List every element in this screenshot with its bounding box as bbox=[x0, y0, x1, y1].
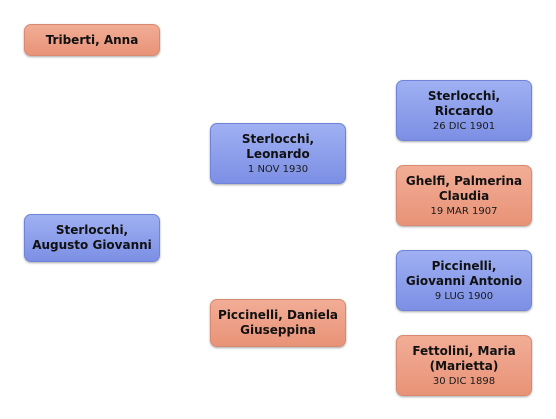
person-card-sterlocchi-leonardo[interactable]: Sterlocchi, Leonardo 1 NOV 1930 bbox=[210, 123, 346, 184]
person-card-ghelfi-palmerina-claudia[interactable]: Ghelfi, Palmerina Claudia 19 MAR 1907 bbox=[396, 165, 532, 226]
person-name: Sterlocchi, Riccardo bbox=[427, 88, 501, 118]
person-card-sterlocchi-riccardo[interactable]: Sterlocchi, Riccardo 26 DIC 1901 bbox=[396, 80, 532, 141]
person-date: 1 NOV 1930 bbox=[247, 163, 309, 175]
person-date: 9 LUG 1900 bbox=[434, 290, 494, 302]
person-date: 26 DIC 1901 bbox=[432, 120, 496, 132]
person-date: 19 MAR 1907 bbox=[430, 205, 498, 217]
person-card-piccinelli-giovanni-antonio[interactable]: Piccinelli, Giovanni Antonio 9 LUG 1900 bbox=[396, 250, 532, 311]
person-name: Piccinelli, Daniela Giuseppina bbox=[217, 308, 339, 337]
person-name: Sterlocchi, Leonardo bbox=[241, 131, 315, 161]
person-card-sterlocchi-augusto-giovanni[interactable]: Sterlocchi, Augusto Giovanni bbox=[24, 214, 160, 262]
person-name: Triberti, Anna bbox=[45, 32, 139, 47]
person-card-piccinelli-daniela-giuseppina[interactable]: Piccinelli, Daniela Giuseppina bbox=[210, 299, 346, 347]
person-name: Sterlocchi, Augusto Giovanni bbox=[32, 223, 152, 252]
person-card-triberti-anna[interactable]: Triberti, Anna bbox=[24, 24, 160, 56]
person-card-fettolini-maria-marietta[interactable]: Fettolini, Maria (Marietta) 30 DIC 1898 bbox=[396, 335, 532, 396]
person-name: Piccinelli, Giovanni Antonio bbox=[405, 258, 523, 288]
person-name: Fettolini, Maria (Marietta) bbox=[412, 343, 516, 373]
person-date: 30 DIC 1898 bbox=[432, 375, 496, 387]
person-name: Ghelfi, Palmerina Claudia bbox=[405, 173, 523, 203]
